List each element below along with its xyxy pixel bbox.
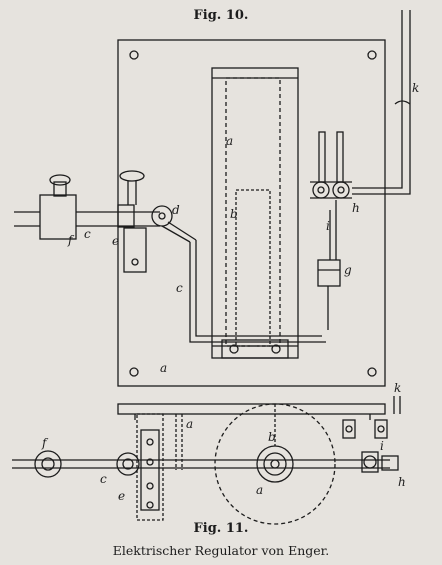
figure-10-drawing <box>14 10 411 387</box>
label-f-side: f <box>41 436 49 450</box>
label-a-side: a <box>186 417 193 431</box>
label-h-side: h <box>398 475 406 489</box>
bracket-e <box>123 227 147 273</box>
label-i: i <box>326 219 330 233</box>
figure-11-drawing <box>12 396 401 525</box>
label-a-top: a <box>226 134 233 148</box>
label-f: f <box>67 233 75 247</box>
left-clamp-block <box>39 194 77 240</box>
label-k: k <box>412 81 419 95</box>
figure-10-caption: Fig. 10. <box>193 8 249 23</box>
figure-11-caption: Fig. 11. <box>193 521 249 536</box>
label-c-side: c <box>100 472 107 486</box>
label-i-side: i <box>380 439 384 453</box>
label-c: c <box>176 281 183 295</box>
armature-core <box>235 189 271 347</box>
label-h: h <box>352 201 360 215</box>
label-g: g <box>344 263 352 277</box>
label-a-wheel: a <box>256 483 263 497</box>
wheel-f <box>34 450 62 478</box>
label-c-left: c <box>84 227 91 241</box>
contact-block-g <box>317 259 341 287</box>
figure-subtitle: Elektrischer Regulator von Enger. <box>112 543 330 558</box>
side-base-plate <box>117 403 386 415</box>
label-b: b <box>230 207 238 221</box>
magnet-housing <box>211 67 299 359</box>
base-plate <box>117 39 386 387</box>
label-a-bottom: a <box>160 361 167 375</box>
label-b-side: b <box>268 430 276 444</box>
label-e: e <box>112 234 119 248</box>
label-d: d <box>172 203 180 217</box>
label-k-side: k <box>394 381 401 395</box>
label-e-side: e <box>118 489 125 503</box>
